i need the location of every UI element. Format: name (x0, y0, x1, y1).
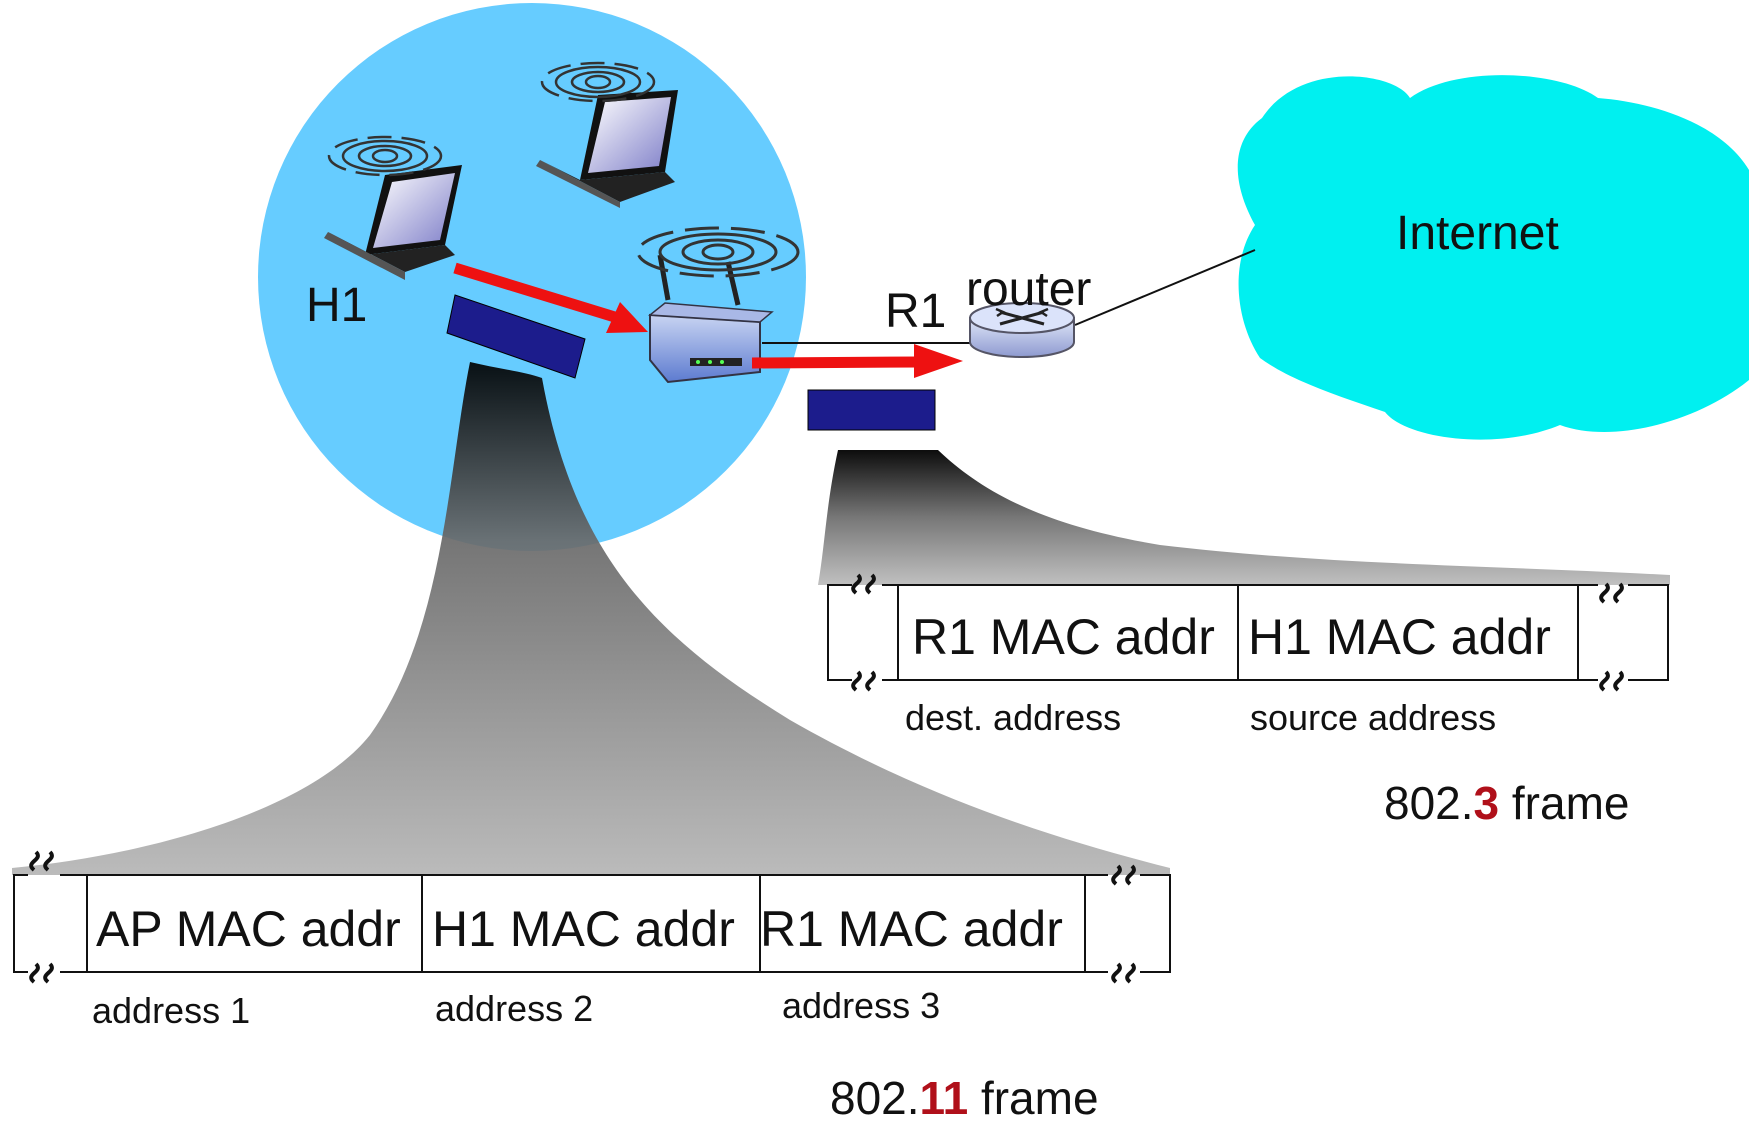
wifi-frame-box (13, 874, 1171, 973)
ethernet-frame-box (827, 584, 1669, 681)
wifi-signal-icon (540, 61, 656, 103)
frame-title-suffix: frame (968, 1072, 1099, 1124)
wifi-frame-cell-3: R1 MAC addr (760, 901, 1063, 957)
access-point (648, 254, 774, 384)
ethernet-frame-block (807, 389, 936, 431)
host-label: H1 (306, 279, 368, 332)
frame-title-suffix: frame (1499, 777, 1630, 829)
wifi-frame-cone (12, 362, 1170, 875)
frame-title-prefix: 802. (830, 1072, 920, 1124)
frame-title-prefix: 802. (1384, 777, 1474, 829)
wifi-signal-icon (636, 226, 800, 278)
router-id-label: R1 (885, 285, 947, 338)
ethernet-field-label-1: dest. address (905, 697, 1122, 738)
wifi-field-label-3: address 3 (782, 985, 941, 1026)
break-mark-icon (851, 573, 1624, 692)
wifi-frame-cell-2: H1 MAC addr (432, 901, 735, 957)
ethernet-frame-title: 802.3 frame (1384, 780, 1630, 826)
wifi-frame-block (446, 294, 586, 379)
ethernet-frame-cell-2: H1 MAC addr (1248, 609, 1551, 665)
ethernet-frame-cell-1: R1 MAC addr (912, 609, 1215, 665)
wifi-frame-title: 802.11 frame (830, 1075, 1099, 1121)
router-label: router (966, 263, 1092, 316)
wifi-signal-icon (327, 135, 443, 177)
wifi-field-label-2: address 2 (435, 988, 594, 1029)
h1-to-ap-arrow (453, 262, 648, 333)
internet-cloud (1237, 75, 1749, 440)
frame-title-number: 11 (919, 1072, 969, 1124)
router-icon (969, 302, 1075, 358)
break-mark-icon (29, 850, 1136, 984)
wifi-field-label-1: address 1 (92, 990, 251, 1031)
wifi-frame-cell-1: AP MAC addr (96, 901, 401, 957)
router-internet-link (1074, 249, 1256, 326)
ethernet-field-label-2: source address (1250, 697, 1497, 738)
ap-to-router-arrow (751, 344, 963, 378)
laptop-h1 (324, 165, 462, 280)
internet-label: Internet (1396, 207, 1559, 260)
ethernet-frame-cone (818, 450, 1670, 585)
laptop-2 (536, 90, 678, 208)
frame-title-number: 3 (1473, 777, 1500, 829)
